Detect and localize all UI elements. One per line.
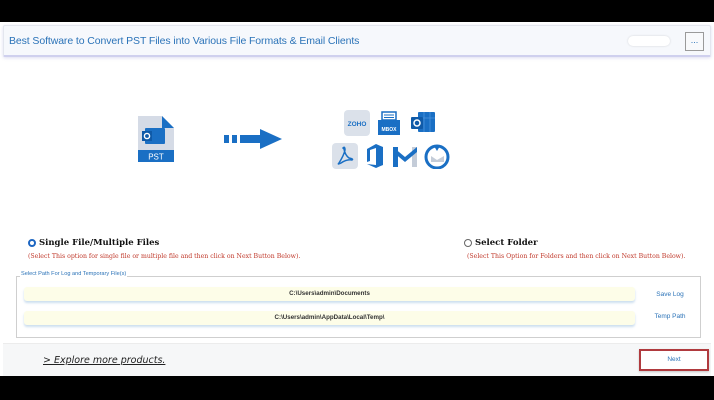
footer-bar: > Explore more products. Next — [3, 343, 711, 376]
select-folder-hint: (Select This Option for Folders and then… — [467, 253, 686, 260]
single-files-hint: (Select This option for single file or m… — [28, 253, 301, 260]
single-files-radio[interactable] — [28, 239, 36, 247]
select-folder-radio-label[interactable]: Select Folder — [464, 238, 685, 248]
arrow-right-icon — [224, 129, 282, 149]
outlook-icon — [411, 112, 435, 132]
temp-path-button[interactable]: Temp Path — [654, 313, 686, 320]
pdf-icon — [332, 143, 358, 169]
next-button[interactable]: Next — [639, 349, 709, 371]
header-bar: Best Software to Convert PST Files into … — [3, 25, 711, 57]
menu-button[interactable]: ... — [685, 32, 704, 51]
mbox-icon: MBOX — [378, 111, 400, 135]
temp-path-field[interactable]: C:\Users\admin\AppData\Local\Temp\ — [24, 311, 635, 325]
thunderbird-icon — [424, 144, 450, 169]
header-status-pill — [628, 36, 670, 46]
single-files-label: Single File/Multiple Files — [39, 238, 160, 248]
select-folder-radio[interactable] — [464, 239, 472, 247]
svg-text:ZOHO: ZOHO — [348, 121, 367, 128]
pst-label: PST — [148, 153, 164, 162]
gmail-icon — [393, 147, 417, 167]
log-path-field[interactable]: C:\Users\admin\Documents — [24, 287, 635, 301]
option-single-files: Single File/Multiple Files (Select This … — [28, 238, 300, 260]
svg-text:MBOX: MBOX — [382, 127, 398, 133]
conversion-illustration: PST ZOHO MBOX — [0, 106, 714, 176]
app-window: Best Software to Convert PST Files into … — [0, 22, 714, 376]
path-settings-legend: Select Path For Log and Temporary File(s… — [20, 271, 128, 277]
path-settings-group: Select Path For Log and Temporary File(s… — [16, 271, 701, 338]
target-formats: ZOHO MBOX — [330, 110, 452, 172]
pst-file-icon: PST — [138, 116, 174, 162]
header-title: Best Software to Convert PST Files into … — [9, 35, 360, 47]
select-folder-label: Select Folder — [475, 238, 538, 248]
single-files-radio-label[interactable]: Single File/Multiple Files — [28, 238, 300, 248]
zoho-icon: ZOHO — [344, 110, 370, 136]
option-select-folder: Select Folder (Select This Option for Fo… — [464, 238, 685, 260]
office365-icon — [367, 144, 383, 168]
explore-products-link[interactable]: > Explore more products. — [43, 355, 166, 366]
save-log-button[interactable]: Save Log — [656, 291, 684, 298]
